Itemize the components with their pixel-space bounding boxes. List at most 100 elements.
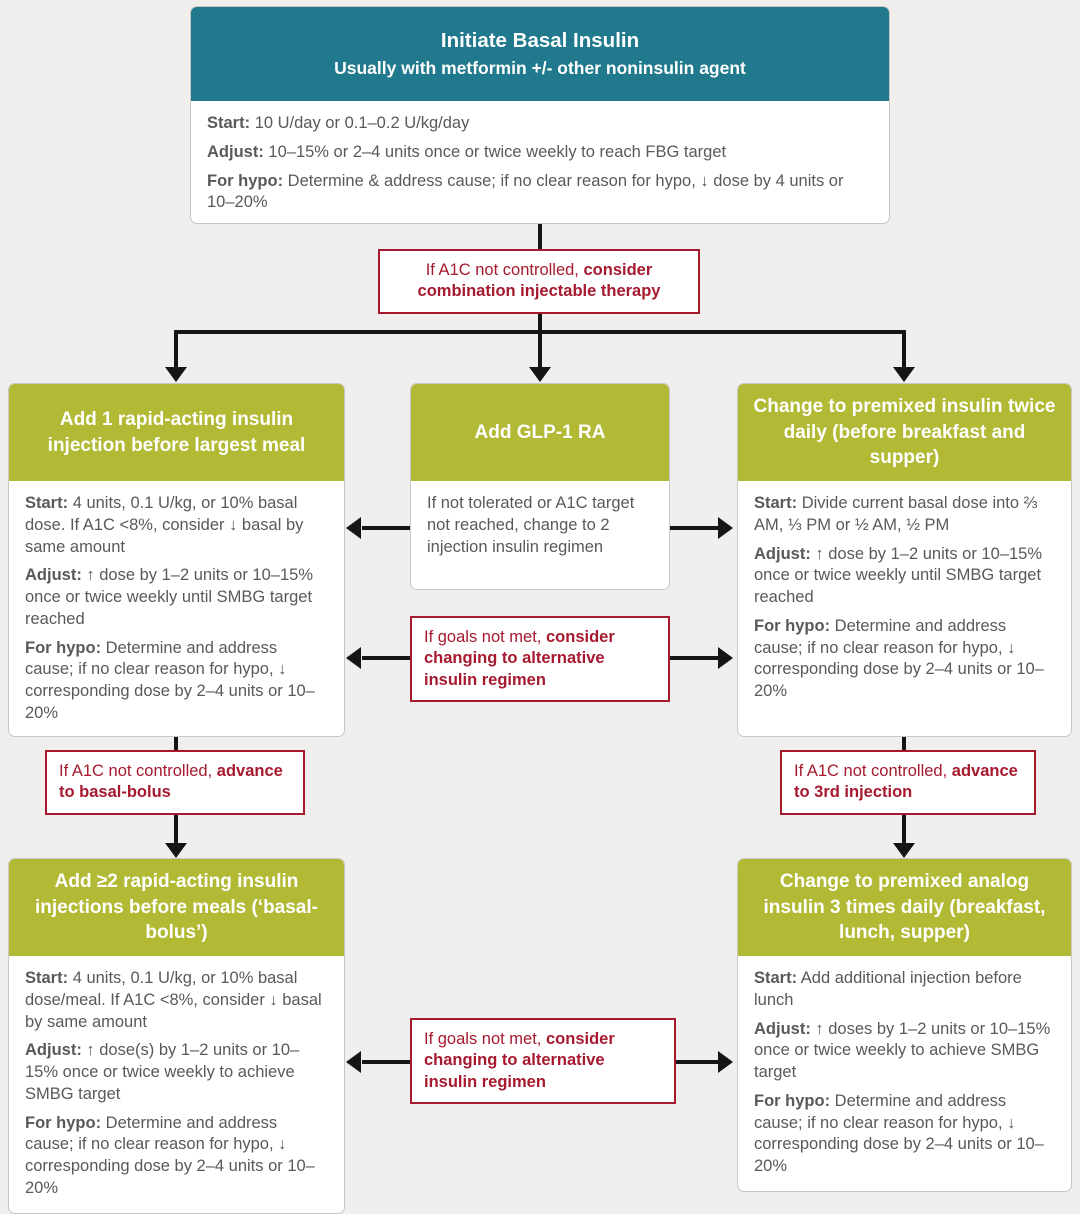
node-subtitle: Usually with metformin +/- other noninsu…	[334, 58, 746, 79]
line-text: Add additional injection before lunch	[754, 969, 1022, 1009]
arrow-line-glp1-to-right	[670, 526, 718, 530]
arrow-line-rapid1-down	[174, 735, 178, 752]
node-title: Initiate Basal Insulin	[440, 28, 640, 52]
arrow-line-premix2-down	[902, 735, 906, 752]
line-label: Adjust:	[207, 142, 264, 161]
arrowhead-right-altmid-icon	[718, 647, 733, 669]
line-text: Determine and address cause; if no clear…	[754, 616, 1044, 701]
arrowhead-right-altbottom-icon	[718, 1051, 733, 1073]
node-title: Add 1 rapid-acting insulin injection bef…	[9, 384, 344, 481]
line-label: Start:	[25, 969, 69, 987]
start-line: Start: 4 units, 0.1 U/kg, or 10% basal d…	[25, 493, 328, 558]
node-change-premixed-twice-daily: Change to premixed insulin twice daily (…	[737, 383, 1072, 737]
connector-plain-text: If A1C not controlled,	[794, 762, 952, 780]
hypo-line: For hypo: Determine & address cause; if …	[207, 171, 873, 215]
arrow-line-glp1-to-left	[362, 526, 410, 530]
line-label: Start:	[25, 494, 69, 512]
arrowhead-left-altbottom-icon	[346, 1051, 361, 1073]
arrowhead-right-glp1-icon	[718, 517, 733, 539]
arrowhead-down-left-icon	[165, 367, 187, 382]
hypo-line: For hypo: Determine and address cause; i…	[25, 638, 328, 725]
hypo-line: For hypo: Determine and address cause; i…	[25, 1113, 328, 1200]
connector-bold-text: consider changing to alternative insulin…	[424, 1030, 615, 1091]
line-text: 10 U/day or 0.1–0.2 U/kg/day	[254, 114, 470, 132]
node-body: Start: 10 U/day or 0.1–0.2 U/kg/day Adju…	[191, 101, 889, 223]
node-initiate-basal-header: Initiate Basal Insulin Usually with metf…	[191, 7, 889, 101]
line-text: Divide current basal dose into ⅔ AM, ⅓ P…	[754, 494, 1038, 534]
node-title: Change to premixed analog insulin 3 time…	[738, 859, 1071, 956]
node-basal-bolus: Add ≥2 rapid-acting insulin injections b…	[8, 858, 345, 1214]
connector-bold-text: advance to basal-bolus	[59, 762, 283, 802]
start-line: Start: Divide current basal dose into ⅔ …	[754, 493, 1055, 537]
arrow-line-altbottom-to-right	[676, 1060, 718, 1064]
line-text: 4 units, 0.1 U/kg, or 10% basal dose/mea…	[25, 969, 322, 1031]
line-label: Start:	[754, 494, 798, 512]
start-line: Start: Add additional injection before l…	[754, 968, 1055, 1012]
node-title: Add GLP-1 RA	[411, 384, 669, 481]
line-label: Start:	[207, 114, 251, 132]
adjust-line: Adjust: ↑ doses by 1–2 units or 10–15% o…	[754, 1019, 1055, 1084]
line-label: Start:	[754, 969, 798, 987]
connector-bold-text: consider changing to alternative insulin…	[424, 628, 615, 689]
connector-plain-text: If A1C not controlled,	[425, 261, 584, 279]
node-add-rapid-acting-injection: Add 1 rapid-acting insulin injection bef…	[8, 383, 345, 737]
arrow-line-altmid-to-left	[362, 656, 410, 660]
node-title: Change to premixed insulin twice daily (…	[738, 384, 1071, 481]
line-text: ↑ dose by 1–2 units or 10–15% once or tw…	[754, 544, 1042, 607]
line-label: For hypo:	[25, 1113, 102, 1132]
arrow-line-split-left	[174, 330, 178, 368]
line-label: Adjust:	[25, 1041, 82, 1060]
connector-plain-text: If A1C not controlled,	[59, 762, 217, 780]
node-title: Add ≥2 rapid-acting insulin injections b…	[9, 859, 344, 956]
line-label: For hypo:	[207, 171, 284, 190]
arrowhead-down-premix3-icon	[893, 843, 915, 858]
line-text: 4 units, 0.1 U/kg, or 10% basal dose. If…	[25, 494, 304, 556]
line-label: Adjust:	[25, 566, 82, 585]
connector-alternative-regimen-mid: If goals not met, consider changing to a…	[410, 616, 670, 703]
line-text: ↑ dose(s) by 1–2 units or 10–15% once or…	[25, 1041, 300, 1103]
node-body: Start: Divide current basal dose into ⅔ …	[738, 481, 1071, 736]
start-line: Start: 10 U/day or 0.1–0.2 U/kg/day	[207, 113, 873, 135]
node-body: If not tolerated or A1C target not reach…	[411, 481, 669, 589]
line-text: Determine & address cause; if no clear r…	[207, 171, 844, 212]
arrow-line-altmid-to-right	[670, 656, 718, 660]
glp1-body-text: If not tolerated or A1C target not reach…	[427, 494, 635, 556]
adjust-line: Adjust: ↑ dose by 1–2 units or 10–15% on…	[754, 544, 1055, 609]
line-text: Determine and address cause; if no clear…	[754, 1091, 1044, 1176]
node-body: Start: 4 units, 0.1 U/kg, or 10% basal d…	[9, 956, 344, 1213]
line-label: For hypo:	[25, 638, 102, 657]
line-label: Adjust:	[754, 1019, 811, 1038]
hypo-line: For hypo: Determine and address cause; i…	[754, 616, 1055, 703]
arrowhead-down-basalbolus-icon	[165, 843, 187, 858]
line-text: Determine and address cause; if no clear…	[25, 638, 315, 722]
connector-advance-basal-bolus: If A1C not controlled, advance to basal-…	[45, 750, 305, 815]
connector-plain-text: If goals not met,	[424, 628, 546, 646]
line-label: Adjust:	[754, 544, 811, 563]
node-initiate-basal-insulin: Initiate Basal Insulin Usually with metf…	[190, 6, 890, 224]
connector-combination-therapy: If A1C not controlled, consider combinat…	[378, 249, 700, 314]
line-text: ↑ doses by 1–2 units or 10–15% once or t…	[754, 1019, 1051, 1082]
hypo-line: For hypo: Determine and address cause; i…	[754, 1091, 1055, 1178]
connector-advance-third-injection: If A1C not controlled, advance to 3rd in…	[780, 750, 1036, 815]
connector-alternative-regimen-bottom: If goals not met, consider changing to a…	[410, 1018, 676, 1105]
arrowhead-left-glp1-icon	[346, 517, 361, 539]
adjust-line: Adjust: ↑ dose by 1–2 units or 10–15% on…	[25, 565, 328, 630]
arrowhead-down-center-icon	[529, 367, 551, 382]
line-label: For hypo:	[754, 616, 831, 635]
arrowhead-down-right-icon	[893, 367, 915, 382]
line-label: For hypo:	[754, 1091, 831, 1110]
node-body: Start: Add additional injection before l…	[738, 956, 1071, 1191]
arrow-line-split-right	[902, 330, 906, 368]
line-text: 10–15% or 2–4 units once or twice weekly…	[268, 142, 727, 161]
line-text: ↑ dose by 1–2 units or 10–15% once or tw…	[25, 566, 313, 628]
adjust-line: Adjust: ↑ dose(s) by 1–2 units or 10–15%…	[25, 1040, 328, 1105]
arrow-line-split-horizontal	[174, 330, 906, 334]
adjust-line: Adjust: 10–15% or 2–4 units once or twic…	[207, 142, 873, 164]
connector-plain-text: If goals not met,	[424, 1030, 546, 1048]
node-change-premixed-three-times: Change to premixed analog insulin 3 time…	[737, 858, 1072, 1192]
arrow-line-altbottom-to-left	[362, 1060, 410, 1064]
arrowhead-left-altmid-icon	[346, 647, 361, 669]
node-body: Start: 4 units, 0.1 U/kg, or 10% basal d…	[9, 481, 344, 736]
line-text: Determine and address cause; if no clear…	[25, 1113, 315, 1197]
